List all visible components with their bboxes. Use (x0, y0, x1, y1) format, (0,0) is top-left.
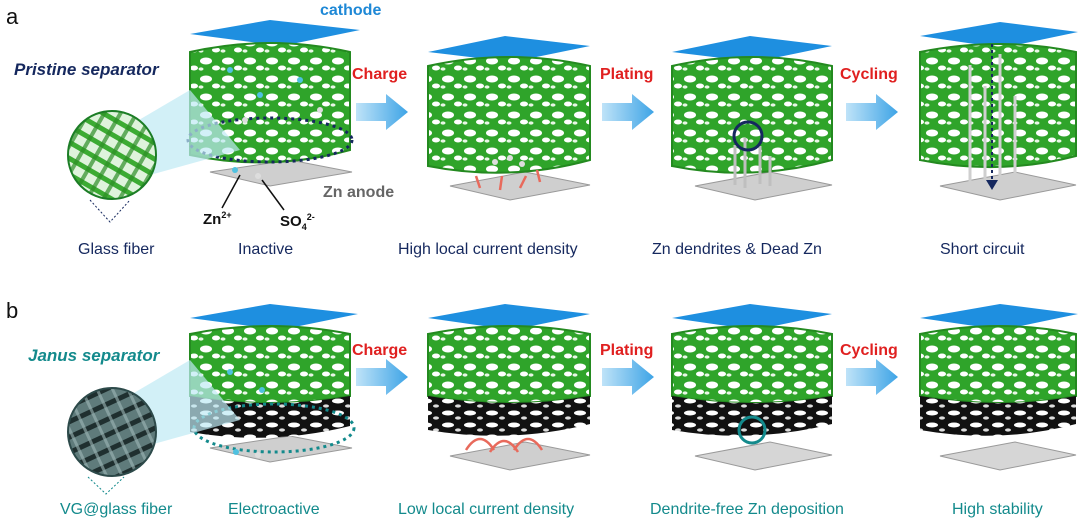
caption-high-stability: High stability (952, 501, 1043, 518)
stack-a4 (919, 22, 1078, 201)
step-label-charge-b: Charge (352, 342, 408, 359)
panel-b-letter: b (6, 298, 19, 323)
zn-anode-label: Zn anode (323, 184, 395, 201)
caption-dendrite-free: Dendrite-free Zn deposition (650, 501, 844, 518)
vg-fiber-zoom-icon (67, 360, 240, 495)
caption-electroactive: Electroactive (228, 501, 320, 518)
caption-dendrites: Zn dendrites & Dead Zn (652, 241, 822, 258)
caption-low-current: Low local current density (398, 501, 575, 518)
stack-a3 (671, 36, 833, 201)
step-arrow-icon (356, 359, 898, 395)
janus-separator-label: Janus separator (28, 346, 160, 365)
caption-vg-glass-fiber: VG@glass fiber (60, 501, 173, 518)
stack-b1 (189, 304, 358, 463)
caption-inactive: Inactive (238, 241, 294, 258)
zn-ion-label: Zn2+ (203, 210, 232, 228)
pristine-separator-label: Pristine separator (14, 60, 159, 79)
step-label-cycling-b: Cycling (840, 342, 898, 359)
dendrite-highlight-icon (732, 120, 764, 152)
step-label-charge-a: Charge (352, 66, 408, 83)
stack-b2 (427, 304, 591, 471)
caption-short-circuit: Short circuit (940, 241, 1025, 258)
step-label-plating-a: Plating (600, 66, 654, 83)
cathode-plate-icon (190, 20, 360, 46)
anode-plate-icon (209, 159, 353, 187)
caption-high-current: High local current density (398, 241, 578, 258)
stack-a2 (427, 36, 591, 201)
stack-a1 (186, 20, 360, 211)
step-arrow-icon (356, 94, 898, 130)
sulfate-ion-label: SO42- (280, 212, 315, 232)
step-label-plating-b: Plating (600, 342, 654, 359)
stack-b3 (671, 304, 833, 471)
cathode-label: cathode (320, 2, 382, 19)
stack-b4 (919, 304, 1078, 471)
caption-glass-fiber: Glass fiber (78, 241, 155, 258)
glass-fiber-zoom-icon (67, 90, 240, 223)
step-label-cycling-a: Cycling (840, 66, 898, 83)
panel-a-letter: a (6, 4, 19, 29)
